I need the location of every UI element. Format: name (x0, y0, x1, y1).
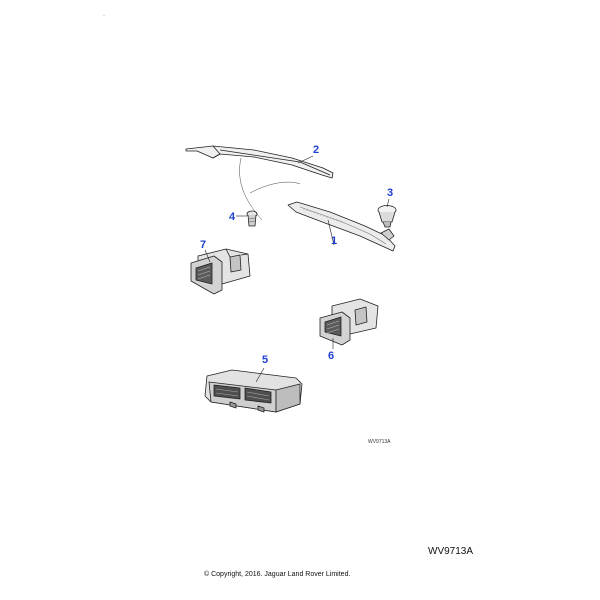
part-2-upper-trim (185, 145, 334, 179)
callout-2: 2 (313, 144, 320, 156)
leader-3 (386, 198, 390, 208)
leader-2 (297, 155, 314, 164)
callout-3: 3 (387, 187, 394, 199)
part-1-lower-trim (287, 201, 396, 252)
figure-code: WV9713A (428, 546, 474, 557)
copyright-notice: © Copyright, 2016. Jaguar Land Rover Lim… (204, 571, 351, 578)
callout-leader-lines (204, 155, 390, 383)
part-2-guide-curve-right (249, 181, 301, 194)
part-4-screw (246, 210, 258, 227)
part-6-right-side-vent (319, 298, 379, 346)
leader-1 (327, 219, 335, 246)
callout-1: 1 (331, 235, 338, 247)
callout-5: 5 (262, 354, 269, 366)
callout-4: 4 (229, 211, 236, 223)
part-7-left-side-vent (190, 248, 251, 295)
part-5-centre-vent (204, 369, 303, 413)
leader-5 (255, 367, 265, 383)
callout-6: 6 (328, 350, 335, 362)
leader-7 (204, 249, 211, 263)
part-3-clip (377, 205, 397, 228)
figure-code-small: WV9713A (368, 439, 391, 445)
callout-7: 7 (200, 239, 207, 251)
